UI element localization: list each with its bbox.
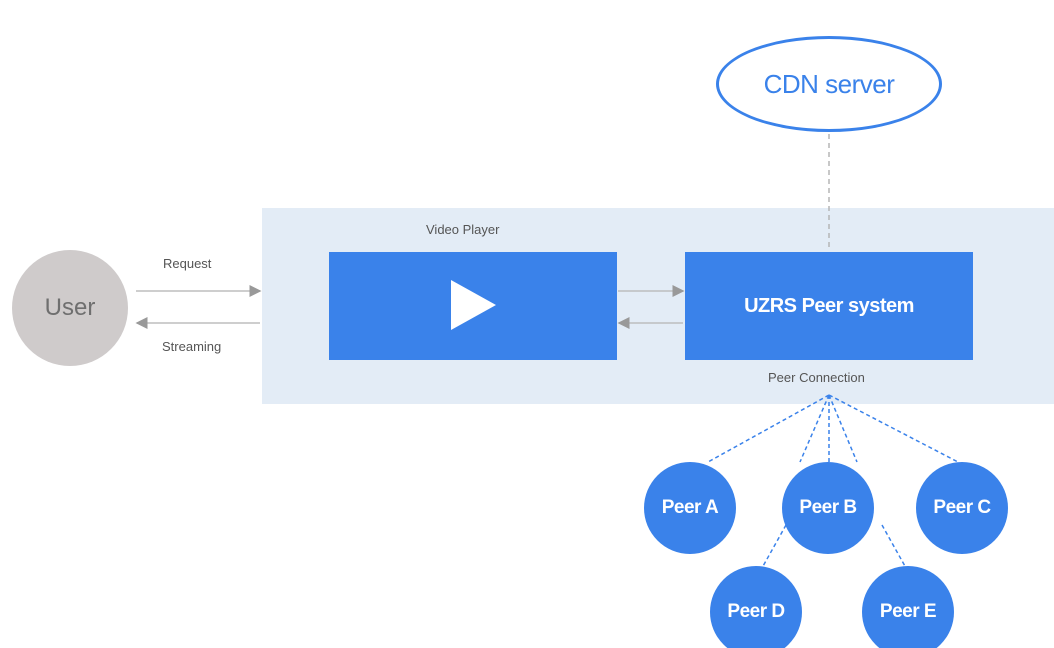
peer-system-label: UZRS Peer system xyxy=(744,294,914,317)
peer-b-link-right xyxy=(828,394,858,463)
peer-d-label: Peer D xyxy=(727,601,785,622)
peer-a-link xyxy=(707,394,830,463)
user-node: User xyxy=(12,250,128,366)
peer-e-link xyxy=(881,524,907,569)
play-icon[interactable] xyxy=(451,280,496,330)
video-player-label: Video Player xyxy=(426,222,500,237)
peer-c-node: Peer C xyxy=(916,462,1008,554)
peer-b-link-left xyxy=(799,394,830,463)
peer-e-node: Peer E xyxy=(862,566,954,648)
peer-b-label: Peer B xyxy=(799,497,857,518)
streaming-label: Streaming xyxy=(162,339,222,354)
peer-system-box: UZRS Peer system xyxy=(685,252,973,360)
peer-connection-label: Peer Connection xyxy=(768,370,865,385)
peer-b-node: Peer B xyxy=(782,462,874,554)
peer-d-link xyxy=(761,524,787,569)
peer-a-label: Peer A xyxy=(661,497,719,518)
peer-c-label: Peer C xyxy=(933,497,991,518)
peer-d-node: Peer D xyxy=(710,566,802,648)
cdn-server-node: CDN server xyxy=(716,36,942,132)
user-label: User xyxy=(44,294,96,321)
peer-a-node: Peer A xyxy=(644,462,736,554)
request-label: Request xyxy=(163,256,212,271)
peer-c-link xyxy=(828,394,959,463)
peer-e-label: Peer E xyxy=(879,601,937,622)
cdn-server-label: CDN server xyxy=(763,68,895,99)
